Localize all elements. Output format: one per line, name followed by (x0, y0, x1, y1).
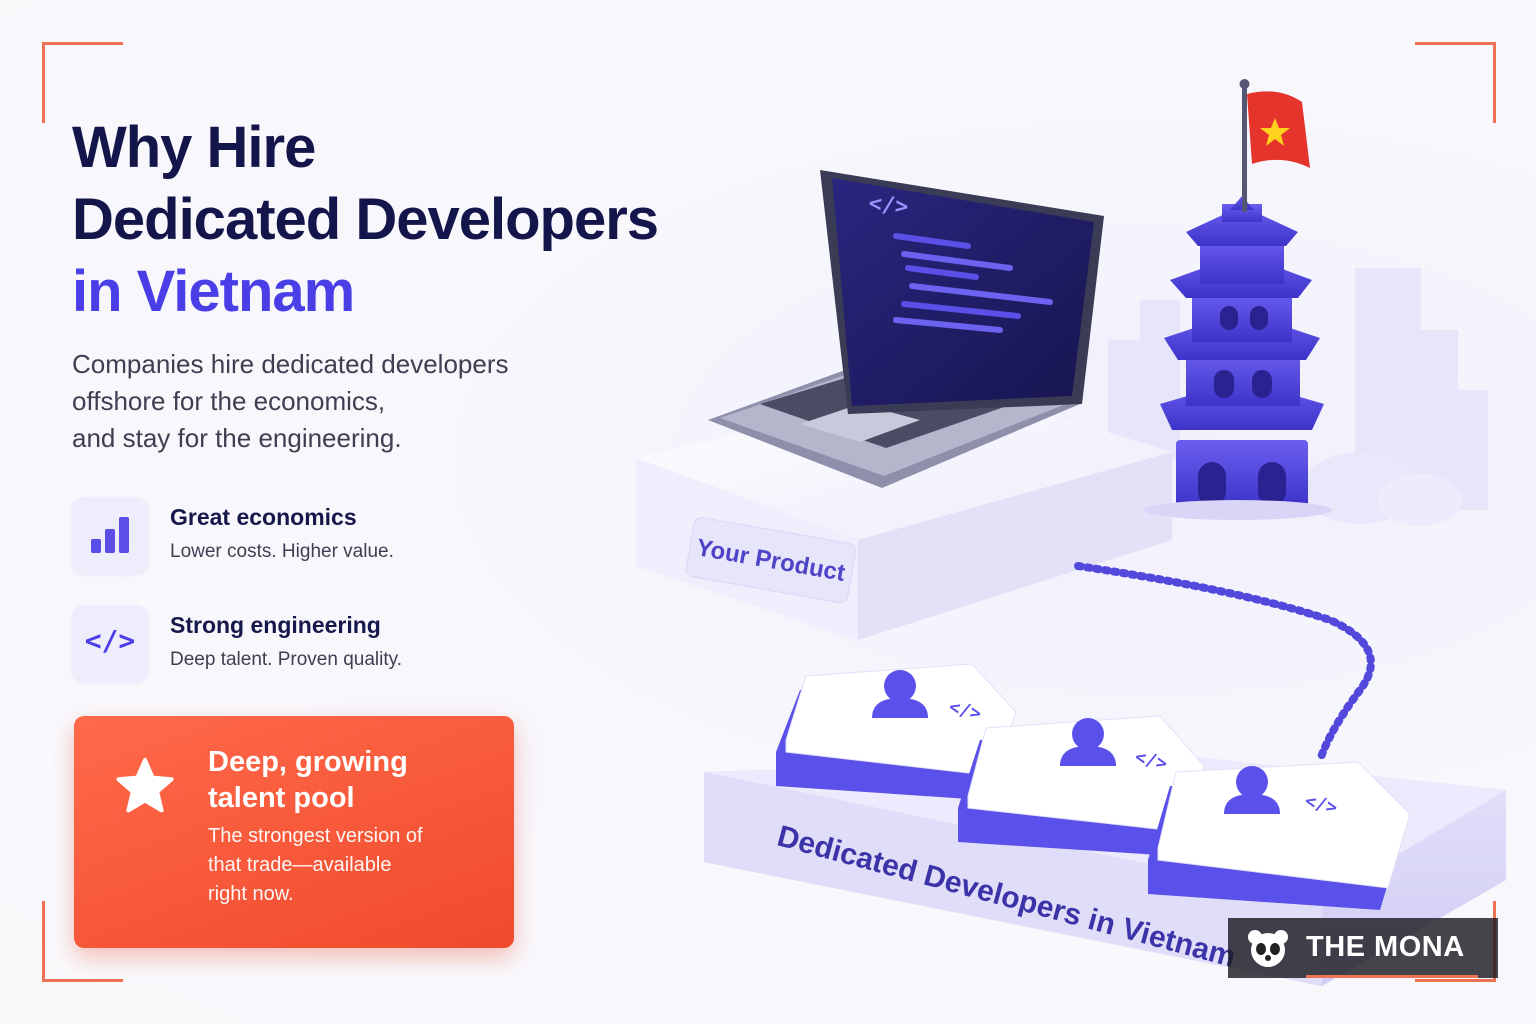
laptop-code-tag: </> (867, 191, 909, 220)
callout-body-line-2: that trade—available (208, 854, 392, 876)
callout-body: The strongest version of that trade—avai… (208, 822, 478, 909)
brand-watermark: THE MONA (1228, 918, 1498, 978)
developer-tile-1: </> (776, 663, 1017, 800)
product-box: Your Product (636, 384, 1172, 640)
corner-bracket-top-left (42, 42, 123, 123)
brand-underline (1306, 975, 1478, 978)
code-glyph: </> (84, 624, 136, 657)
intro-line-2: offshore for the economics, (72, 386, 386, 416)
code-icon: </> (72, 605, 148, 681)
callout-title-line-2: talent pool (208, 782, 355, 814)
callout-body-line-3: right now. (208, 883, 294, 905)
panda-logo-icon (1248, 930, 1288, 967)
vietnam-flag-icon (1239, 79, 1310, 212)
developer-tile-2: </> (958, 715, 1205, 856)
callout-body-line-1: The strongest version of (208, 825, 423, 847)
callout-title-line-1: Deep, growing (208, 746, 408, 778)
brand-name: THE MONA (1306, 931, 1465, 963)
connection-cable (1074, 562, 1375, 764)
star-icon (116, 758, 174, 813)
intro-text: Companies hire dedicated developers offs… (72, 346, 572, 457)
laptop-icon: </> (708, 170, 1104, 488)
hero-illustration: Your Product </> (636, 79, 1506, 986)
feature-description: Deep talent. Proven quality. (170, 649, 403, 670)
page-title: Why Hire Dedicated Developers in Vietnam (72, 112, 659, 328)
corner-bracket-top-right (1415, 42, 1496, 123)
pagoda-icon (1144, 196, 1332, 520)
callout-title: Deep, growing talent pool (208, 744, 488, 816)
feature-description: Lower costs. Higher value. (170, 541, 394, 562)
feature-title: Great economics (170, 504, 357, 530)
title-line-2: Dedicated Developers (72, 187, 659, 252)
intro-line-3: and stay for the engineering. (72, 423, 402, 453)
corner-bracket-bottom-left (42, 901, 123, 982)
intro-line-1: Companies hire dedicated developers (72, 349, 509, 379)
feature-strong-engineering: </> Strong engineering Deep talent. Prov… (72, 605, 512, 683)
bar-chart-icon (72, 497, 148, 573)
feature-title: Strong engineering (170, 612, 381, 638)
developer-tile-3: </> (1148, 761, 1411, 910)
feature-great-economics: Great economics Lower costs. Higher valu… (72, 497, 512, 575)
title-line-1: Why Hire (72, 115, 316, 180)
title-line-3: in Vietnam (72, 259, 355, 324)
talent-pool-callout: Deep, growing talent pool The strongest … (74, 716, 514, 948)
